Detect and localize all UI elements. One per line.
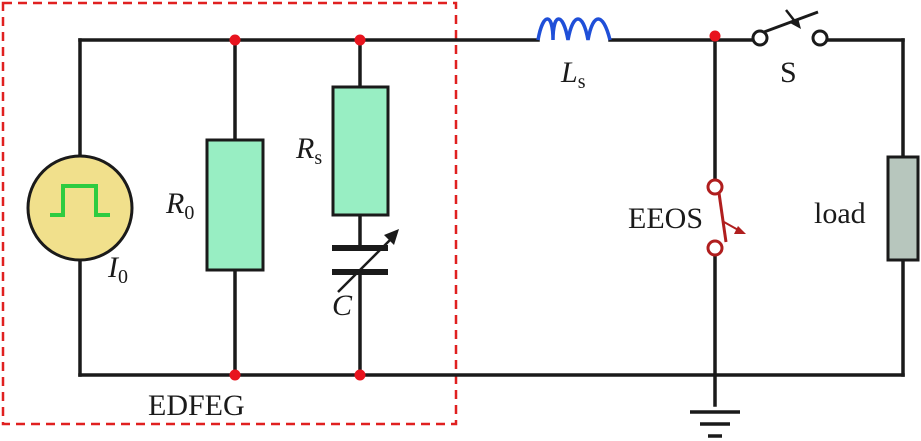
pulse-waveform (50, 184, 110, 217)
resistor-rs (331, 85, 390, 217)
label-rs: Rs (295, 132, 322, 169)
switch-blade (763, 10, 819, 34)
label-source: I0 (107, 251, 128, 288)
eeos-switch (706, 178, 746, 257)
junction-dot (229, 369, 241, 381)
label-capacitor: C (332, 289, 353, 322)
wires (78, 38, 905, 407)
load-element (886, 155, 920, 262)
inductor-ls (536, 17, 612, 41)
eeos-arrow-head (734, 226, 746, 234)
edfeg-boundary (1, 1, 458, 426)
switch-arrow-head (790, 18, 801, 29)
junction-dot (229, 34, 241, 46)
junction-dot (354, 34, 366, 46)
variable-capacitor (332, 229, 399, 293)
junction-dot (354, 369, 366, 381)
label-switch: S (780, 56, 797, 89)
current-source (26, 154, 134, 262)
label-inductor: Ls (560, 56, 586, 93)
junction-dots (229, 30, 721, 381)
junction-dot (709, 30, 721, 42)
capacitor-arrow-line (337, 233, 397, 293)
ground-symbol (690, 410, 740, 438)
capacitor-arrow-head (384, 229, 399, 245)
eeos-blade (717, 192, 728, 243)
label-edfeg: EDFEG (148, 389, 245, 422)
label-eeos: EEOS (628, 202, 703, 235)
source-circle (26, 154, 134, 262)
label-load: load (814, 197, 866, 230)
label-r0: R0 (165, 187, 194, 224)
switch-s (751, 9, 829, 47)
resistor-r0 (205, 138, 265, 272)
